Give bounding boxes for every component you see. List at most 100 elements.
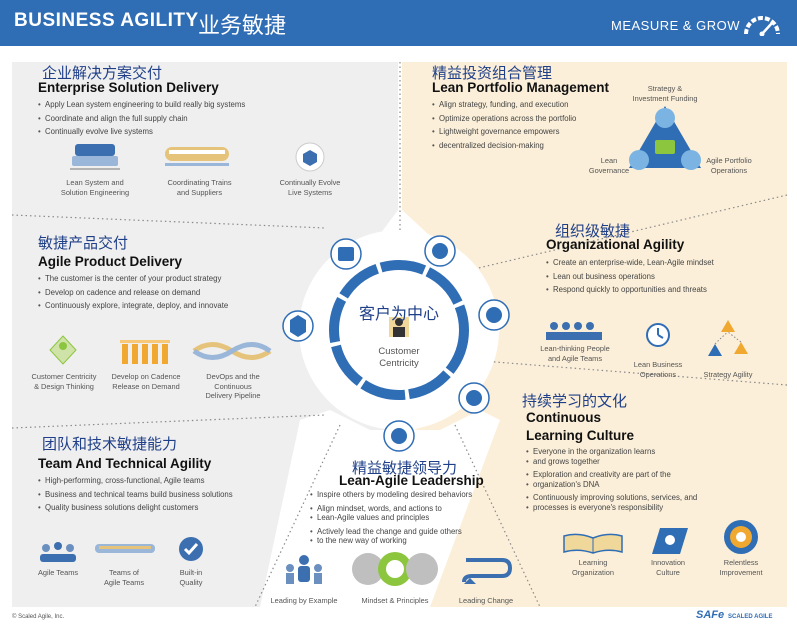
copyright: © Scaled Agile, Inc. (12, 614, 65, 620)
icon-caption: Mindset & Principles (361, 596, 429, 605)
scaled-agile-logo: SCALED AGILE (728, 614, 773, 620)
bullet-cont: and grows together (526, 457, 697, 467)
innovation-culture-icon (652, 528, 688, 554)
business-operations-icon (646, 323, 670, 347)
icon-caption: Leading by Example (270, 596, 338, 605)
bullet-cont: decentralized decision-making (432, 139, 576, 153)
icon-caption: Strategy Agility (703, 370, 753, 379)
product-title-en: Agile Product Delivery (38, 254, 183, 269)
bullet: Continuously explore, integrate, deploy,… (38, 299, 228, 313)
devops-pipeline-icon (192, 342, 272, 360)
bullet-cont: to the new way of working (310, 536, 472, 546)
bullet: Develop on cadence and release on demand (38, 286, 228, 300)
gauge-icon (744, 16, 780, 36)
portfolio-triangle-icon (629, 106, 701, 170)
live-systems-icon (295, 142, 325, 172)
built-in-quality-icon (179, 537, 203, 561)
solution-train-icon (70, 144, 120, 170)
enterprise-title-en: Enterprise Solution Delivery (38, 80, 219, 95)
enterprise-title-zh: 企业解决方案交付 (42, 65, 163, 82)
header-title-zh: 业务敏捷 (198, 13, 287, 38)
leading-change-icon (462, 558, 512, 584)
product-bullets: The customer is the center of your produ… (38, 272, 228, 313)
bullet: Coordinate and align the full supply cha… (38, 112, 245, 126)
icon-caption: Customer Centricity& Design Thinking (31, 372, 97, 391)
coordinating-trains-icon (165, 147, 229, 166)
bullet: Apply Lean system engineering to build r… (38, 98, 245, 112)
learning-bullets: Everyone in the organization learns and … (526, 447, 697, 512)
bullet: The customer is the center of your produ… (38, 272, 228, 286)
bullet: Business and technical teams build busin… (38, 488, 233, 502)
bullet: Continually evolve live systems (38, 125, 245, 139)
ring-icon-learning (458, 382, 490, 414)
team-title-en: Team And Technical Agility (38, 456, 212, 471)
header-bar: BUSINESS AGILITY 业务敏捷 MEASURE & GROW (0, 0, 797, 46)
org-title-zh: 组织级敏捷 (555, 223, 631, 240)
ring-icon-product (282, 310, 314, 342)
org-title-en: Organizational Agility (546, 237, 685, 252)
team-title-zh: 团队和技术敏捷能力 (42, 436, 178, 453)
lean-thinking-people-icon (546, 322, 602, 340)
safe-logo: SAFe (696, 609, 725, 621)
ring-icon-leadership (383, 420, 415, 452)
learning-organization-icon (563, 533, 623, 554)
portfolio-bullets: Align strategy, funding, and execution O… (432, 98, 576, 152)
bullet: Respond quickly to opportunities and thr… (546, 283, 714, 297)
org-bullets: Create an enterprise-wide, Lean-Agile mi… (546, 256, 714, 297)
bullet: Quality business solutions delight custo… (38, 501, 233, 515)
bullet: High-performing, cross-functional, Agile… (38, 474, 233, 488)
measure-grow-label: MEASURE & GROW (611, 18, 741, 33)
bullet-cont: processes is everyone's responsibility (526, 503, 697, 513)
agile-teams-icon (40, 542, 76, 562)
learning-title-en-1: Continuous (526, 410, 601, 425)
bullet: Continuously improving solutions, servic… (526, 493, 697, 503)
icon-caption: Leading Change (458, 596, 514, 605)
leadership-title-zh: 精益敏捷领导力 (352, 460, 458, 477)
product-title-zh: 敏捷产品交付 (38, 235, 129, 252)
icon-caption: Agile Teams (37, 568, 79, 577)
header-title-en: BUSINESS AGILITY (14, 10, 199, 31)
bullet: Align mindset, words, and actions to (310, 504, 472, 514)
strategy-agility-icon (708, 320, 748, 356)
leadership-bullets: Inspire others by modeling desired behav… (310, 490, 472, 546)
bullet: Create an enterprise-wide, Lean-Agile mi… (546, 256, 714, 270)
bullet-cont: organization's DNA (526, 480, 697, 490)
learning-title-zh: 持续学习的文化 (522, 393, 628, 410)
center-title-zh: 客户为中心 (359, 306, 440, 323)
ring-icon-org (478, 299, 510, 331)
enterprise-bullets: Apply Lean system engineering to build r… (38, 98, 245, 139)
ring-icon-portfolio (424, 235, 456, 267)
bullet: Inspire others by modeling desired behav… (310, 490, 472, 500)
bullet: Align strategy, funding, and execution (432, 98, 576, 112)
bullet: Exploration and creativity are part of t… (526, 470, 697, 480)
bullet: Everyone in the organization learns (526, 447, 697, 457)
portfolio-title-zh: 精益投资组合管理 (432, 65, 553, 82)
bullet: Lean out business operations (546, 270, 714, 284)
bullet-cont: Lean-Agile values and principles (310, 513, 472, 523)
cadence-icon (120, 340, 170, 364)
portfolio-title-en: Lean Portfolio Management (432, 80, 610, 95)
triangle-top-label: Strategy &Investment Funding (632, 84, 698, 103)
teams-of-teams-icon (95, 544, 155, 553)
bullet: Lightweight governance empowers (432, 125, 576, 139)
learning-title-en-2: Learning Culture (526, 428, 635, 443)
bullet: Actively lead the change and guide other… (310, 527, 472, 537)
bullet: Optimize operations across the portfolio (432, 112, 576, 126)
customer-centricity-icon (49, 335, 77, 365)
mindset-principles-icon (352, 552, 438, 586)
leadership-title-en: Lean-Agile Leadership (339, 473, 484, 488)
